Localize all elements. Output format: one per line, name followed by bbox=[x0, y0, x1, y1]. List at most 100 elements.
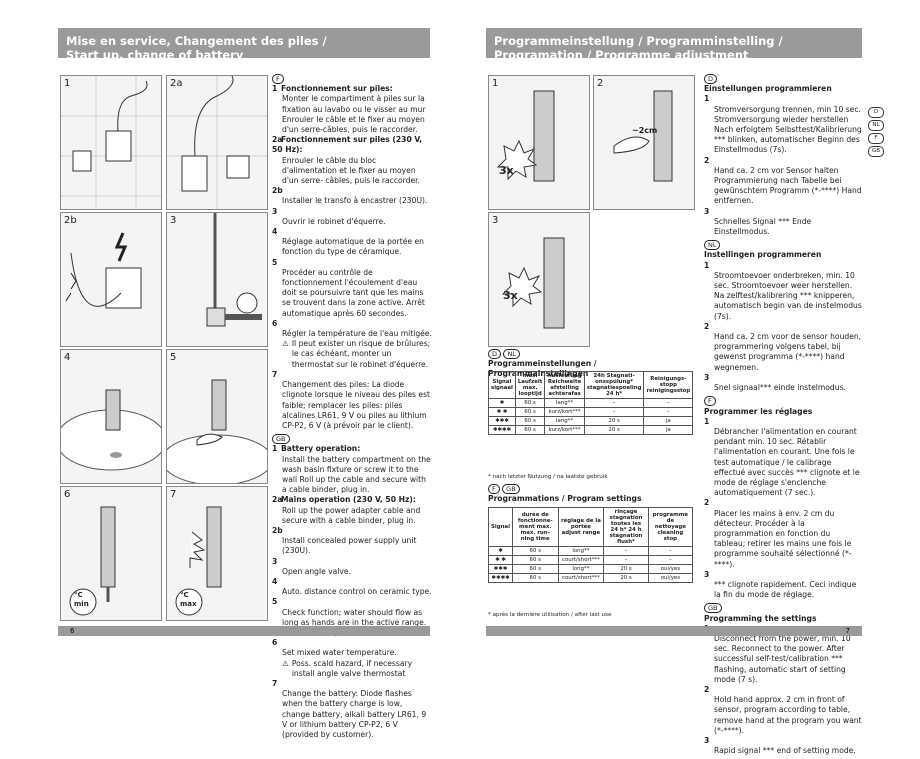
table2-heading: F GB Programmations / Program settings bbox=[488, 484, 642, 504]
table-cell: 20 s bbox=[583, 425, 645, 435]
side-tab-gb: GB bbox=[868, 146, 884, 157]
side-language-tabs: D NL F GB bbox=[868, 107, 884, 159]
right-page-header: Programmeinstellung / Programminstelling… bbox=[486, 28, 862, 62]
left-page: Mise en service, Changement des piles / … bbox=[58, 28, 432, 739]
table-cell: 60 s bbox=[511, 555, 559, 565]
lang-badge-gb: GB bbox=[272, 434, 290, 445]
lang-badge-f: F bbox=[272, 74, 284, 84]
table-cell: – bbox=[643, 407, 694, 417]
lang-badge: F bbox=[704, 396, 716, 407]
table-cell: ✱ ✱ bbox=[488, 555, 513, 565]
table-cell: lang** bbox=[544, 416, 585, 426]
side-tab-nl: NL bbox=[868, 120, 884, 131]
lang-badge: NL bbox=[704, 240, 721, 251]
table-cell: ja bbox=[643, 416, 694, 426]
left-header-line2: Start up, change of battery bbox=[66, 48, 244, 62]
table1-footnote: * nach letzter Nutzung / na laatste gebr… bbox=[488, 474, 608, 480]
prog-figure-1: 1 3x bbox=[488, 75, 590, 210]
page-number-right: 7 bbox=[486, 626, 862, 636]
table-cell: ✱✱✱✱ bbox=[488, 573, 513, 583]
figure-3: 3 bbox=[166, 212, 268, 347]
table-cell: ✱ bbox=[488, 546, 513, 556]
figure-1: 1 bbox=[60, 75, 162, 210]
table-cell: kurz/kort*** bbox=[544, 407, 585, 417]
figure-5: 5 bbox=[166, 349, 268, 484]
warning-icon: ⚠ bbox=[282, 658, 289, 668]
table-cell: 60 s bbox=[511, 573, 559, 583]
instruction-item: 2aMains operation (230 V, 50 Hz):Roll up… bbox=[272, 495, 421, 525]
table-header-cell: Signal bbox=[488, 507, 513, 547]
table-cell: 60 s bbox=[514, 407, 546, 417]
figure-7: 7 °C max bbox=[166, 486, 268, 621]
instruction-item: 2aFonctionnement sur piles (230 V, 50 Hz… bbox=[272, 135, 423, 186]
instruction-item: 3*** clignote rapidement. Ceci indique l… bbox=[704, 569, 857, 600]
table-cell: ✱ bbox=[488, 398, 516, 408]
table-header-cell: programme de nettoyage cleaning stop bbox=[647, 507, 694, 547]
left-header-line1: Mise en service, Changement des piles / bbox=[66, 34, 327, 48]
table-cell: – bbox=[643, 398, 694, 408]
figure-2a: 2a bbox=[166, 75, 268, 210]
table-cell: ✱✱✱ bbox=[488, 564, 513, 574]
min-label: min bbox=[74, 600, 89, 608]
lang-badge-nl: NL bbox=[503, 349, 520, 359]
table-cell: oui/yes bbox=[647, 573, 694, 583]
distance-label: ~2cm bbox=[632, 126, 658, 135]
table-cell: – bbox=[583, 398, 645, 408]
table-cell: long** bbox=[557, 564, 605, 574]
table-cell: – bbox=[603, 555, 649, 565]
table-cell: court/short*** bbox=[557, 555, 605, 565]
table-cell: – bbox=[583, 407, 645, 417]
lang-badge-gb: GB bbox=[502, 484, 520, 494]
figure-4: 4 bbox=[60, 349, 162, 484]
table-cell: long** bbox=[557, 546, 605, 556]
table-cell: lang** bbox=[544, 398, 585, 408]
table-cell: ✱ ✱ bbox=[488, 407, 516, 417]
table-cell: 60 s bbox=[514, 416, 546, 426]
side-tab-d: D bbox=[868, 107, 884, 118]
table-header-cell: Signal signaal bbox=[488, 371, 516, 399]
table-cell: 20 s bbox=[583, 416, 645, 426]
table-cell: 60 s bbox=[511, 546, 559, 556]
table-header-cell: max. Laufzeit max. looptijd bbox=[514, 371, 546, 399]
right-header-line1: Programmeinstellung / Programminstelling… bbox=[494, 34, 783, 48]
table-cell: 20 s bbox=[603, 564, 649, 574]
table-cell: 60 s bbox=[511, 564, 559, 574]
table-cell: 60 s bbox=[514, 425, 546, 435]
table-cell: oui/yes bbox=[647, 564, 694, 574]
table-cell: 20 s bbox=[603, 573, 649, 583]
left-page-header: Mise en service, Changement des piles / … bbox=[58, 28, 430, 62]
warning-icon: ⚠ bbox=[282, 339, 289, 349]
table-cell: ja bbox=[643, 425, 694, 435]
prog-figure-2: 2 ~2cm bbox=[593, 75, 695, 210]
table-header-cell: réglage de la portée adjust range bbox=[557, 507, 605, 547]
table-cell: – bbox=[647, 546, 694, 556]
temp-unit-min: °C bbox=[74, 591, 83, 599]
table2-footnote: * après la dernière utilisation / after … bbox=[488, 612, 612, 618]
table-cell: ✱✱✱ bbox=[488, 416, 516, 426]
